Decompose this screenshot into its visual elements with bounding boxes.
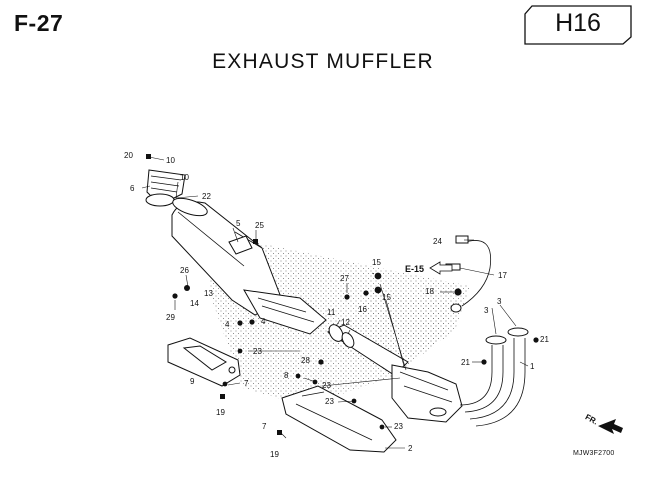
page-code: F-27 xyxy=(14,10,64,36)
callout: 4 xyxy=(261,317,266,326)
callout: 3 xyxy=(497,297,502,306)
callout: 23 xyxy=(325,397,334,406)
callout: 26 xyxy=(180,266,189,275)
callout: 3 xyxy=(484,306,489,315)
callout: 16 xyxy=(358,305,367,314)
callout: 21 xyxy=(540,335,549,344)
section-code-box: H16 xyxy=(524,5,632,45)
callout: 25 xyxy=(255,221,264,230)
callout: 17 xyxy=(498,271,507,280)
callout: 14 xyxy=(190,299,199,308)
leader-lines xyxy=(141,156,529,449)
reference-label: E-15 xyxy=(405,264,424,274)
muffler-body xyxy=(171,197,327,335)
section-code: H16 xyxy=(555,9,601,37)
oxygen-sensor xyxy=(445,235,492,313)
callout: 19 xyxy=(216,408,225,417)
callout: 23 xyxy=(322,381,331,390)
callout: 23 xyxy=(394,422,403,431)
exhaust-chamber xyxy=(391,364,463,423)
callout: 4 xyxy=(225,320,230,329)
callout: 11 xyxy=(327,308,336,317)
callout: 18 xyxy=(425,287,434,296)
callout: 13 xyxy=(204,289,213,298)
callout: 15 xyxy=(372,258,381,267)
lower-cover xyxy=(281,385,397,453)
callout: 22 xyxy=(202,192,211,201)
diagram-title: EXHAUST MUFFLER xyxy=(212,50,434,73)
callout: 9 xyxy=(190,377,195,386)
callout-numbers: 20 10 6 10 22 5 25 26 13 14 29 4 4 23 9 … xyxy=(124,151,549,459)
drawing-number: MJW3F2700 xyxy=(573,450,615,457)
callout: 7 xyxy=(244,379,249,388)
callout: 7 xyxy=(262,422,267,431)
reference-arrow xyxy=(429,261,453,275)
callout: 19 xyxy=(270,450,279,459)
callout: 5 xyxy=(236,219,241,228)
callout: 24 xyxy=(433,237,442,246)
front-direction-arrow xyxy=(598,419,623,434)
muffler-end-cap xyxy=(145,169,186,207)
callout: 10 xyxy=(166,156,175,165)
callout: 12 xyxy=(341,318,350,327)
muffler-heat-guard xyxy=(167,337,241,387)
callout: 6 xyxy=(130,184,135,193)
callout: 21 xyxy=(461,358,470,367)
section-box-frame xyxy=(524,5,632,45)
exhaust-header-pipes xyxy=(459,327,529,427)
callout: 15 xyxy=(382,293,391,302)
callout: 1 xyxy=(530,362,535,371)
callout: 27 xyxy=(340,274,349,283)
callout: 28 xyxy=(301,356,310,365)
callout: 20 xyxy=(124,151,133,160)
callout: 29 xyxy=(166,313,175,322)
callout: 23 xyxy=(253,347,262,356)
callout: 2 xyxy=(408,444,413,453)
callout: 10 xyxy=(180,173,189,182)
fastener-symbols xyxy=(146,154,539,435)
connecting-pipe xyxy=(326,324,409,376)
callout: 8 xyxy=(284,371,289,380)
